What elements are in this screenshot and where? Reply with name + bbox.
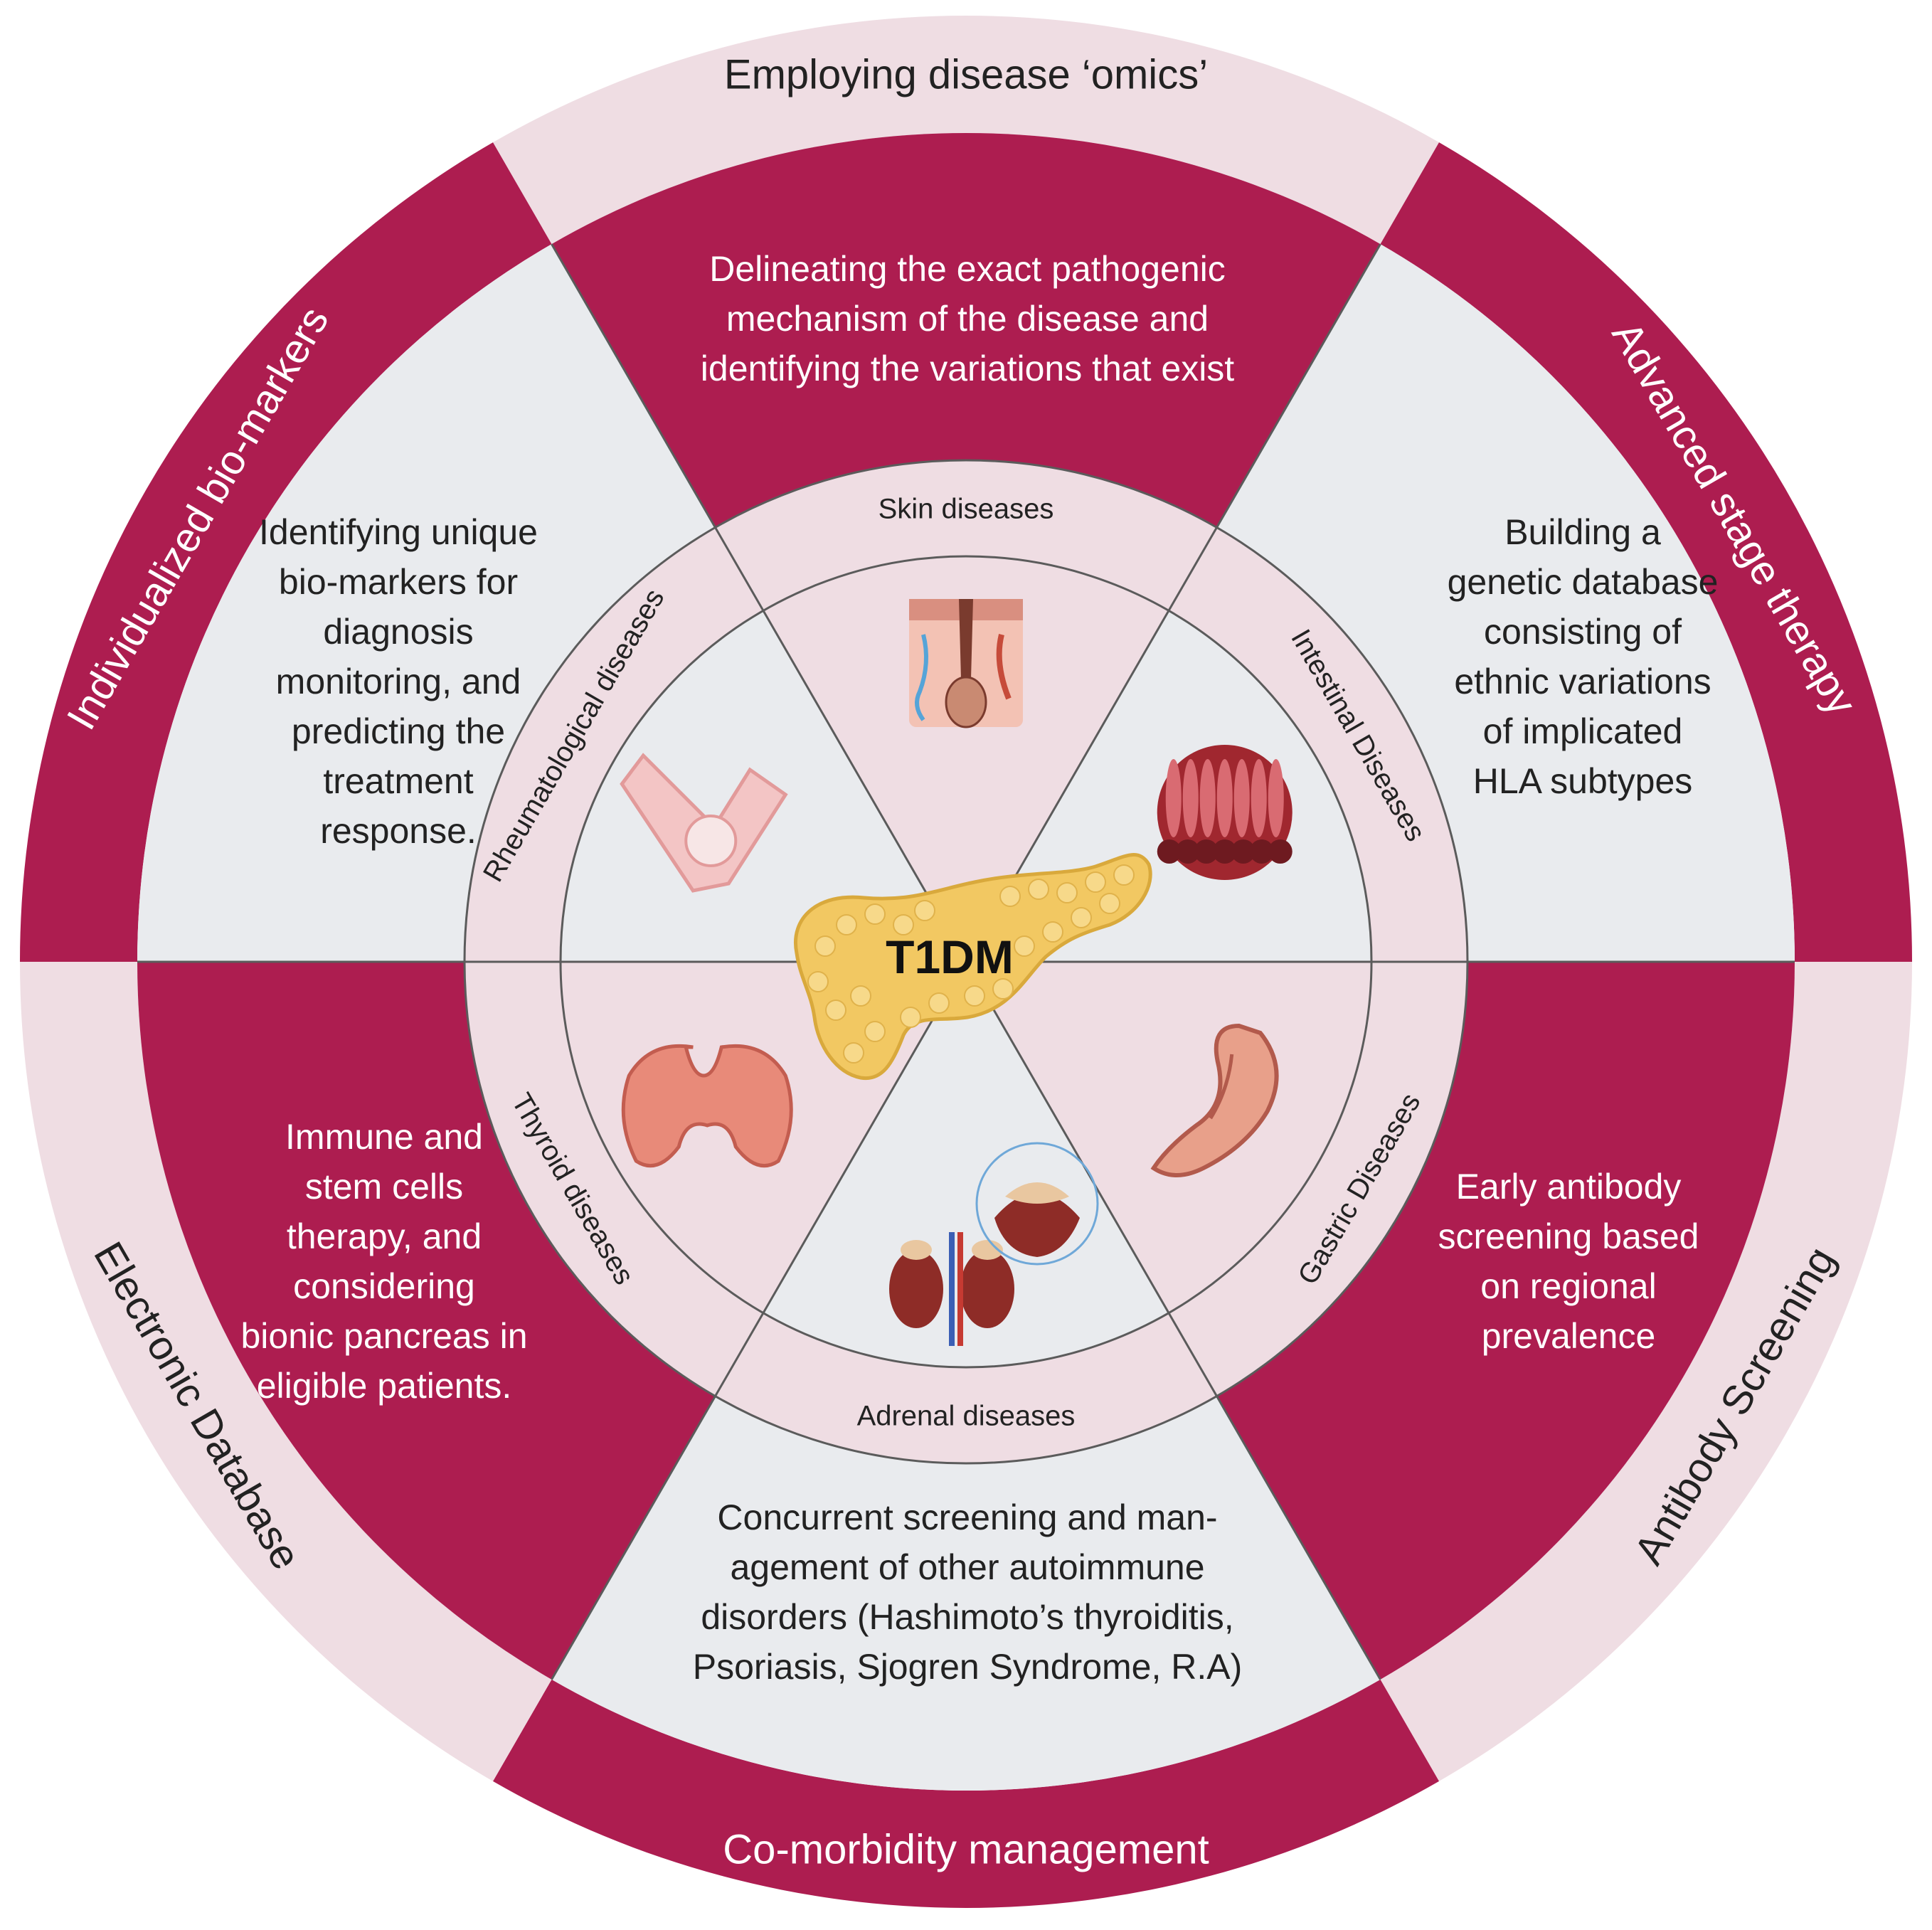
sector-text-line: Delineating the exact pathogenic: [709, 249, 1226, 289]
pancreas-lobule: [914, 900, 935, 921]
pancreas-lobule: [836, 914, 857, 935]
skin-icon: [909, 599, 1023, 728]
pancreas-lobule: [893, 914, 914, 935]
sector-text-line: disorders (Hashimoto’s thyroiditis,: [701, 1597, 1233, 1637]
sector-text-line: monitoring, and: [276, 662, 521, 701]
inner-ring-label: Skin diseases: [879, 494, 1054, 525]
sector-divider: [551, 961, 967, 1680]
sector-text-line: response.: [320, 811, 477, 851]
sector-text-line: prevalence: [1482, 1316, 1656, 1356]
intestine-icon: [1157, 745, 1293, 880]
pancreas-lobule: [1056, 882, 1078, 903]
sector-divider: [551, 243, 967, 963]
sector-divider: [965, 243, 1381, 963]
pancreas-center: T1DM: [794, 853, 1152, 1081]
sector-text-line: Psoriasis, Sjogren Syndrome, R.A): [693, 1647, 1243, 1687]
pancreas-lobule: [1113, 864, 1135, 886]
sector-text-line: eligible patients.: [257, 1366, 512, 1406]
sector-text-line: of implicated: [1483, 711, 1683, 751]
pancreas-lobule: [850, 985, 871, 1007]
sector-text-line: diagnosis: [323, 612, 473, 652]
pancreas-lobule: [825, 1000, 846, 1021]
sector-text-line: bionic pancreas in: [240, 1316, 527, 1356]
pancreas-lobule: [1071, 907, 1092, 928]
sector-text-line: therapy, and: [287, 1216, 482, 1256]
adrenal-icon: [889, 1142, 1099, 1346]
pancreas-texture: [807, 864, 1135, 1064]
sector-text-line: on regional: [1480, 1266, 1656, 1306]
pancreas-lobule: [928, 992, 950, 1014]
pancreas-lobule: [900, 1007, 921, 1028]
outer-sector: [1380, 962, 1912, 1781]
pancreas-lobule: [864, 1021, 886, 1042]
center-label: T1DM: [886, 930, 1014, 983]
disease-icons: [620, 599, 1293, 1346]
sector-text-line: genetic database: [1448, 562, 1719, 602]
pancreas-lobule: [1085, 871, 1106, 893]
inner-ring-label: Adrenal diseases: [857, 1401, 1076, 1432]
outer-ring-label: Co-morbidity management: [723, 1827, 1209, 1873]
outer-ring-label: Employing disease ‘omics’: [724, 52, 1208, 98]
inner-sector: [763, 962, 1169, 1367]
pancreas-lobule: [1042, 921, 1063, 943]
sector-divider: [965, 961, 1381, 1680]
pancreas-lobule: [843, 1042, 864, 1064]
outer-sector: [19, 962, 552, 1781]
outer-sector: [493, 1679, 1439, 1908]
sector-text-line: Identifying unique: [259, 512, 538, 552]
pancreas-lobule: [1014, 935, 1035, 957]
sector-text-line: stem cells: [305, 1167, 463, 1207]
pancreas-lobule: [864, 903, 886, 925]
sector-text-line: Building a: [1504, 512, 1661, 552]
knee-joint-icon: [620, 753, 788, 893]
sector-text-line: Concurrent screening and man-: [717, 1497, 1217, 1537]
sector-text-line: agement of other autoimmune: [730, 1547, 1204, 1587]
sector-text-line: considering: [293, 1266, 475, 1306]
pancreas-lobule: [1099, 893, 1120, 914]
sector-text-line: identifying the variations that exist: [701, 349, 1235, 388]
sector-text-line: Immune and: [285, 1117, 483, 1157]
sector-text-line: ethnic variations: [1454, 662, 1711, 701]
pancreas-lobule: [999, 886, 1021, 907]
outer-sector: [20, 142, 552, 962]
sector-text-line: mechanism of the disease and: [726, 299, 1209, 339]
pancreas-lobule: [1028, 879, 1049, 900]
sector-text-line: Early antibody: [1456, 1167, 1682, 1207]
sector-text-line: treatment: [323, 761, 473, 801]
thyroid-icon: [621, 1044, 793, 1168]
pancreas-lobule: [814, 935, 836, 957]
outer-sector: [493, 16, 1439, 245]
sector-text-line: consisting of: [1484, 612, 1682, 652]
outer-sector: [1380, 142, 1912, 962]
sector-text-line: bio-markers for: [279, 562, 518, 602]
sector-text-line: screening based: [1438, 1216, 1699, 1256]
sector-text-line: HLA subtypes: [1473, 761, 1693, 801]
stomach-icon: [1150, 1023, 1279, 1177]
pancreas-lobule: [964, 985, 985, 1007]
inner-sector: [763, 556, 1169, 962]
pancreas-lobule: [992, 978, 1014, 1000]
pancreas-lobule: [807, 971, 829, 992]
sector-text-line: predicting the: [292, 711, 505, 751]
